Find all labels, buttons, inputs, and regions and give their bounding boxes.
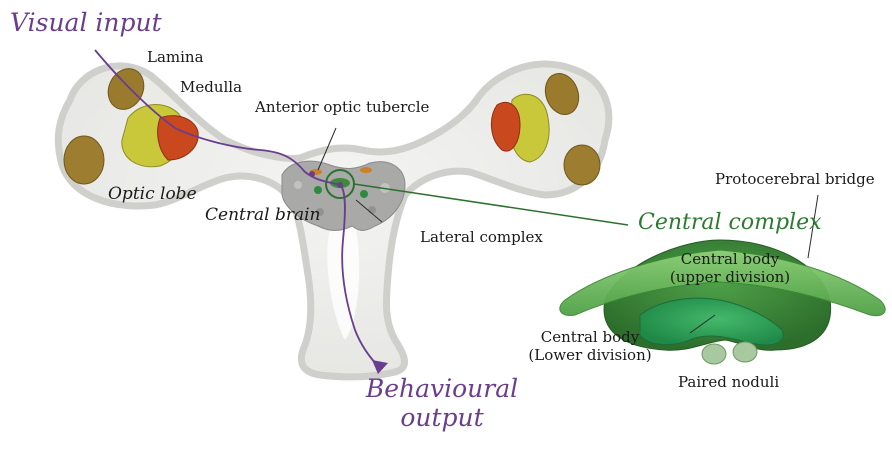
left-lamina-lower (64, 136, 104, 184)
label-optic-lobe: Optic lobe (108, 184, 197, 204)
label-behavioural-output: Behavioural output (352, 374, 532, 432)
label-central-body-lower-line2: (Lower division) (520, 346, 660, 364)
label-medulla: Medulla (180, 78, 242, 96)
nodulus-left (702, 344, 726, 364)
label-output: output (352, 403, 532, 432)
right-lateral-complex (360, 190, 368, 198)
nodulus-right (733, 342, 757, 362)
label-behavioural: Behavioural (352, 374, 532, 403)
label-paired-noduli: Paired noduli (678, 373, 779, 391)
pathway-node-aotu (309, 171, 315, 177)
texture-dot (294, 181, 302, 189)
pathway-node-cx (337, 182, 343, 188)
label-lateral-complex: Lateral complex (420, 228, 543, 246)
texture-dot (368, 206, 376, 214)
label-central-body-lower: Central body (Lower division) (520, 328, 660, 364)
left-lateral-complex (314, 186, 322, 194)
label-visual-input: Visual input (10, 8, 162, 37)
right-aotu (360, 167, 372, 173)
label-lamina: Lamina (147, 48, 204, 66)
right-lamina-lower (564, 145, 600, 185)
label-central-body-upper-line1: Central body (660, 250, 800, 268)
label-central-body-upper: Central body (upper division) (660, 250, 800, 286)
label-central-body-upper-line2: (upper division) (660, 268, 800, 286)
label-central-body-lower-line1: Central body (520, 328, 660, 346)
label-central-complex: Central complex (638, 210, 822, 235)
label-central-brain: Central brain (205, 205, 320, 225)
label-protocerebral-bridge: Protocerebral bridge (715, 170, 875, 188)
label-anterior-optic-tubercle: Anterior optic tubercle (255, 98, 429, 116)
